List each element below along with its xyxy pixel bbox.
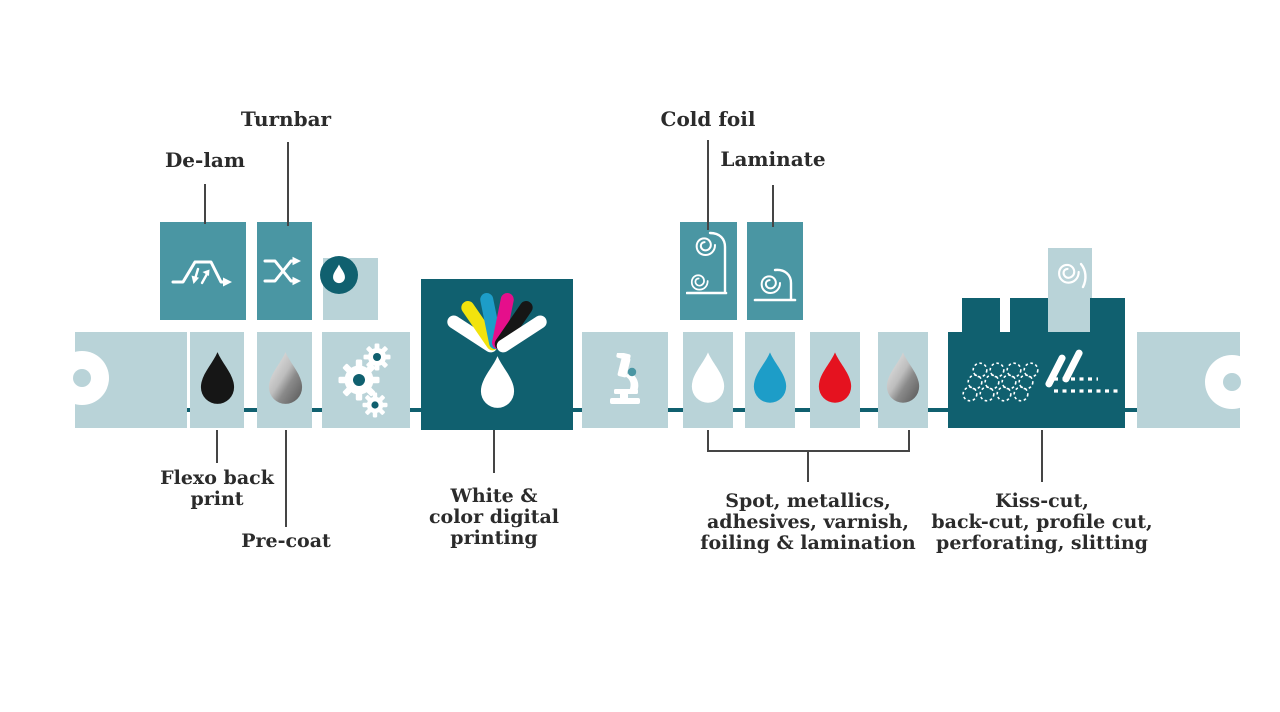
diecut-station — [948, 332, 1125, 428]
diecut-tower — [962, 298, 1000, 338]
cyan-drop-icon — [753, 352, 787, 403]
microscope-icon — [610, 353, 640, 404]
finishing-label: Spot, metallics, adhesives, varnish, foi… — [700, 490, 916, 554]
turnbar-label: Turnbar — [240, 107, 332, 131]
cold-foil-label: Cold foil — [660, 107, 756, 131]
delam-web-path-icon — [171, 260, 232, 287]
diecut-tower — [1010, 298, 1048, 338]
turnbar-callout-line — [287, 142, 289, 226]
rewind-reel-icon — [1205, 355, 1259, 409]
laminate-label: Laminate — [720, 147, 826, 171]
delam-callout-line — [204, 184, 206, 224]
diecut-callout-line — [1041, 430, 1043, 482]
silver-ink-drop-icon — [268, 352, 303, 404]
flexo-label: Flexo back print — [160, 467, 274, 510]
cmyk-fan-and-drop-icon — [447, 293, 547, 408]
laminate-roll-icon — [753, 268, 797, 302]
precoat-callout-line — [285, 430, 287, 527]
drop-badge-icon — [320, 256, 358, 294]
precoat-label: Pre-coat — [241, 530, 331, 552]
cold-foil-station — [680, 222, 737, 320]
black-ink-drop-icon — [200, 352, 235, 404]
double-foil-roll-icon — [686, 231, 728, 295]
white-drop-icon — [691, 352, 725, 403]
unwind-reel-icon — [55, 351, 109, 405]
metallic-drop-icon — [886, 352, 920, 403]
digital-callout-line — [493, 430, 495, 473]
laminate-callout-line — [772, 185, 774, 227]
cold-foil-callout-line — [707, 140, 709, 230]
delam-station — [160, 222, 246, 320]
flexo-callout-line — [216, 430, 218, 463]
digital-label: White & color digital printing — [428, 485, 560, 549]
red-drop-icon — [818, 352, 852, 403]
kiss-cut-labels-pattern-icon — [962, 362, 1039, 402]
diecut-label: Kiss-cut, back-cut, profile cut, perfora… — [931, 490, 1153, 554]
inspection-station — [582, 332, 668, 428]
diecut-tower — [1090, 298, 1125, 338]
cutting-blades-icon — [962, 349, 1122, 402]
delam-label: De-lam — [164, 148, 246, 172]
white-drop-icon — [333, 264, 345, 284]
diecut-roll-box — [1048, 248, 1092, 332]
finishing-bracket — [707, 430, 910, 452]
finishing-callout-line — [807, 450, 809, 482]
crossed-arrows-icon — [263, 256, 301, 286]
reel-hub — [73, 369, 91, 387]
reel-hub — [1223, 373, 1241, 391]
web-roll-icon — [1058, 262, 1087, 289]
gears-icon — [338, 343, 391, 418]
